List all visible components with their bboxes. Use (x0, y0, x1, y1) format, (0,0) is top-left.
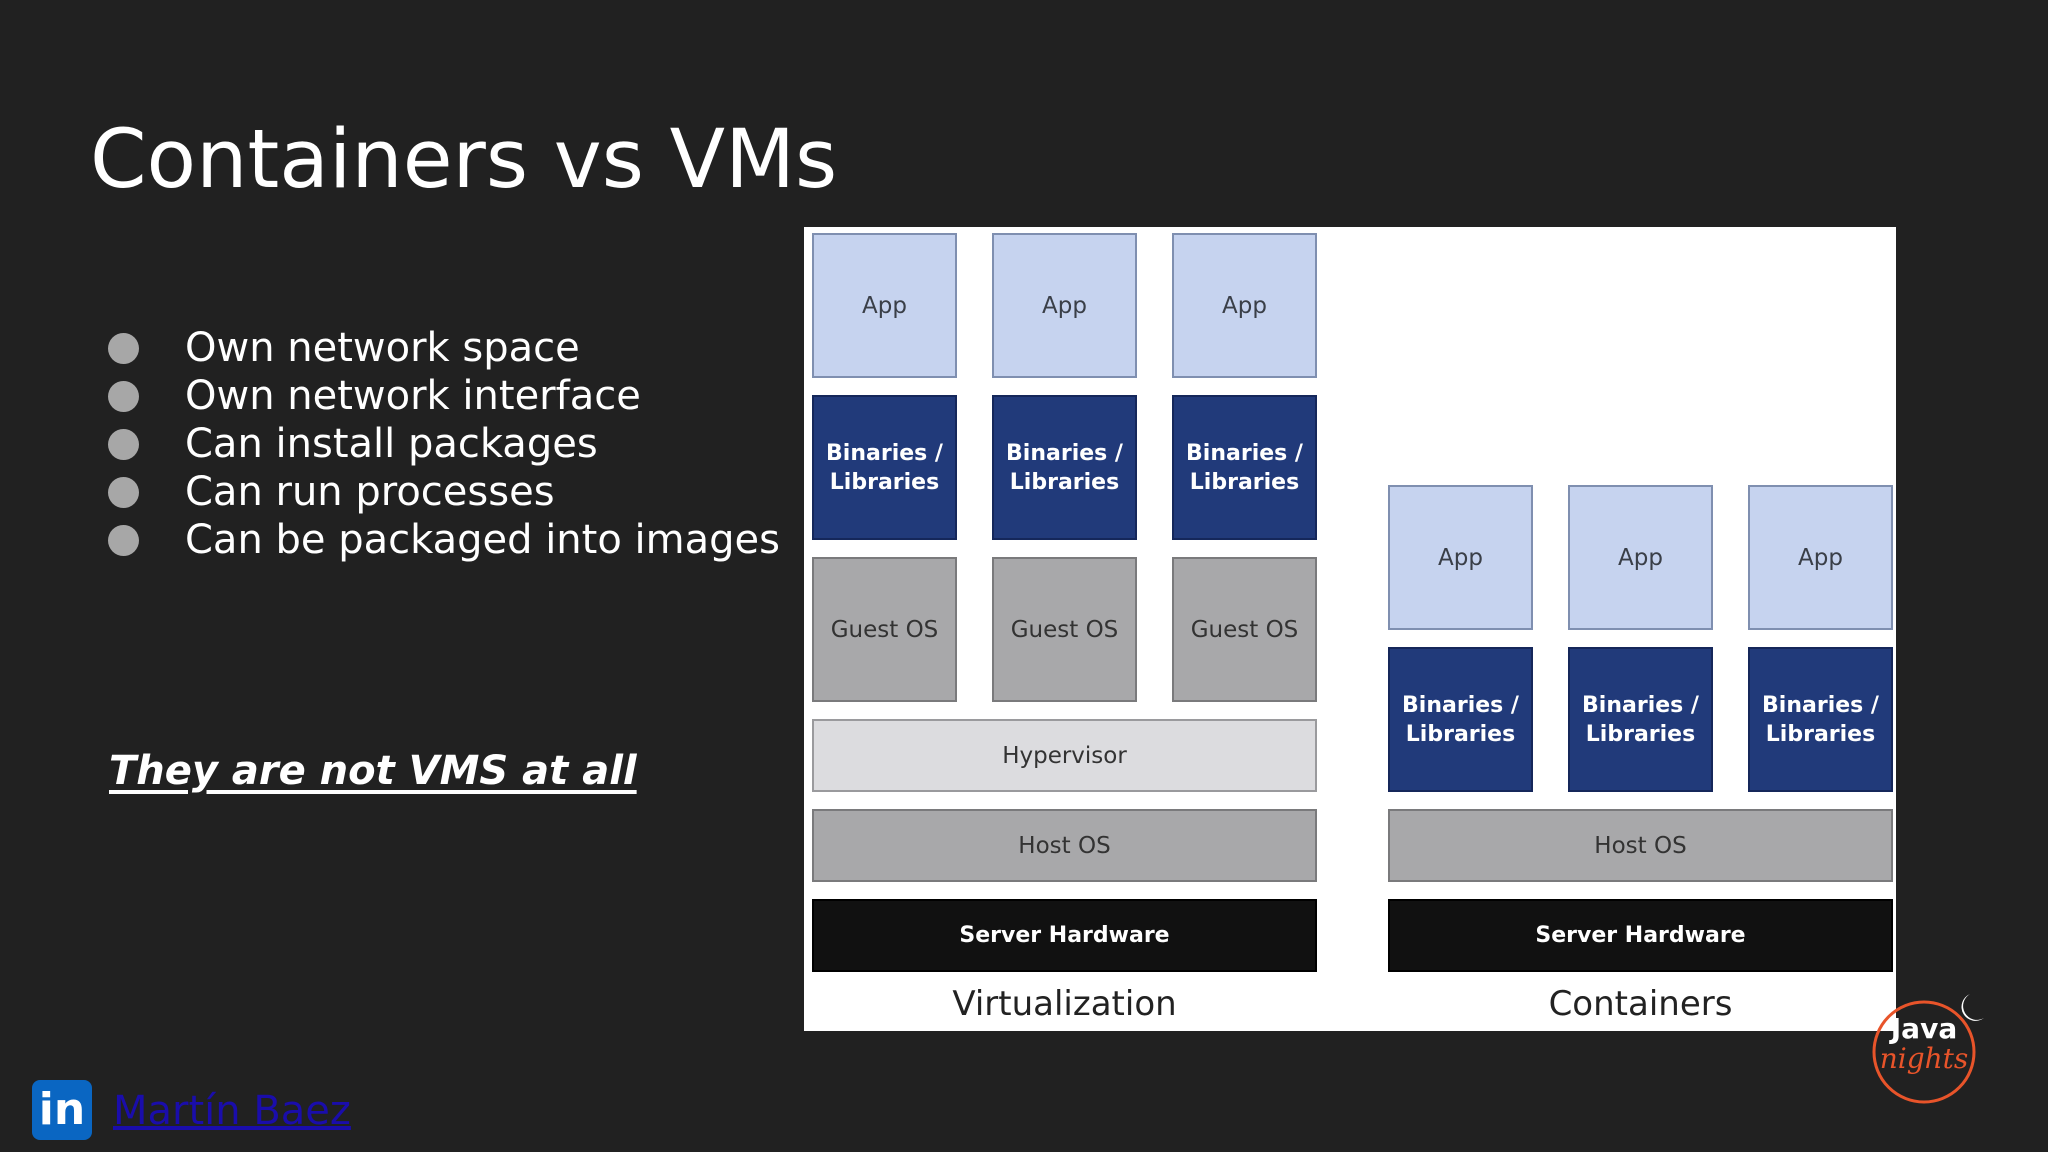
container-host-os-box: Host OS (1388, 809, 1893, 882)
list-item-text: Can install packages (185, 421, 598, 467)
container-binaries-box: Binaries /Libraries (1388, 647, 1533, 792)
virtualization-caption: Virtualization (952, 984, 1177, 1024)
bullet-icon (108, 428, 139, 460)
list-item-text: Can be packaged into images (185, 517, 780, 563)
guest-os-box: Guest OS (992, 557, 1137, 702)
author-link[interactable]: Martín Baez (113, 1088, 351, 1134)
list-item-text: Own network space (185, 325, 580, 371)
container-binaries-box: Binaries /Libraries (1748, 647, 1893, 792)
container-app-box: App (1568, 485, 1713, 630)
vm-app-box: App (812, 233, 957, 378)
vm-binaries-box: Binaries /Libraries (992, 395, 1137, 540)
guest-os-box: Guest OS (1172, 557, 1317, 702)
vm-host-os-box: Host OS (812, 809, 1317, 882)
list-item: Own network space (108, 324, 780, 372)
list-item-text: Can run processes (185, 469, 555, 515)
container-app-box: App (1748, 485, 1893, 630)
vm-binaries-box: Binaries /Libraries (1172, 395, 1317, 540)
list-item: Can run processes (108, 468, 780, 516)
list-item: Can be packaged into images (108, 516, 780, 564)
list-item: Can install packages (108, 420, 780, 468)
java-nights-logo: Java nights (1872, 994, 1984, 1104)
vm-binaries-box: Binaries /Libraries (812, 395, 957, 540)
hypervisor-box: Hypervisor (812, 719, 1317, 792)
containers-caption: Containers (1548, 984, 1733, 1024)
bullet-icon (108, 476, 139, 508)
container-app-box: App (1388, 485, 1533, 630)
logo-text-top: Java (1889, 1012, 1957, 1045)
list-item-text: Own network interface (185, 373, 641, 419)
guest-os-box: Guest OS (812, 557, 957, 702)
slide-title: Containers vs VMs (90, 113, 838, 207)
logo-text-bottom: nights (1880, 1042, 1969, 1075)
container-server-hardware-box: Server Hardware (1388, 899, 1893, 972)
vm-app-box: App (992, 233, 1137, 378)
vm-server-hardware-box: Server Hardware (812, 899, 1317, 972)
architecture-diagram: App App App Binaries /Libraries Binaries… (804, 227, 1896, 1031)
linkedin-icon[interactable]: in (32, 1080, 92, 1140)
bullet-icon (108, 380, 139, 412)
emphasis-note: They are not VMS at all (109, 748, 637, 794)
container-binaries-box: Binaries /Libraries (1568, 647, 1713, 792)
vm-app-box: App (1172, 233, 1317, 378)
bullet-icon (108, 524, 139, 556)
bullet-icon (108, 332, 139, 364)
feature-list: Own network space Own network interface … (108, 324, 780, 564)
list-item: Own network interface (108, 372, 780, 420)
